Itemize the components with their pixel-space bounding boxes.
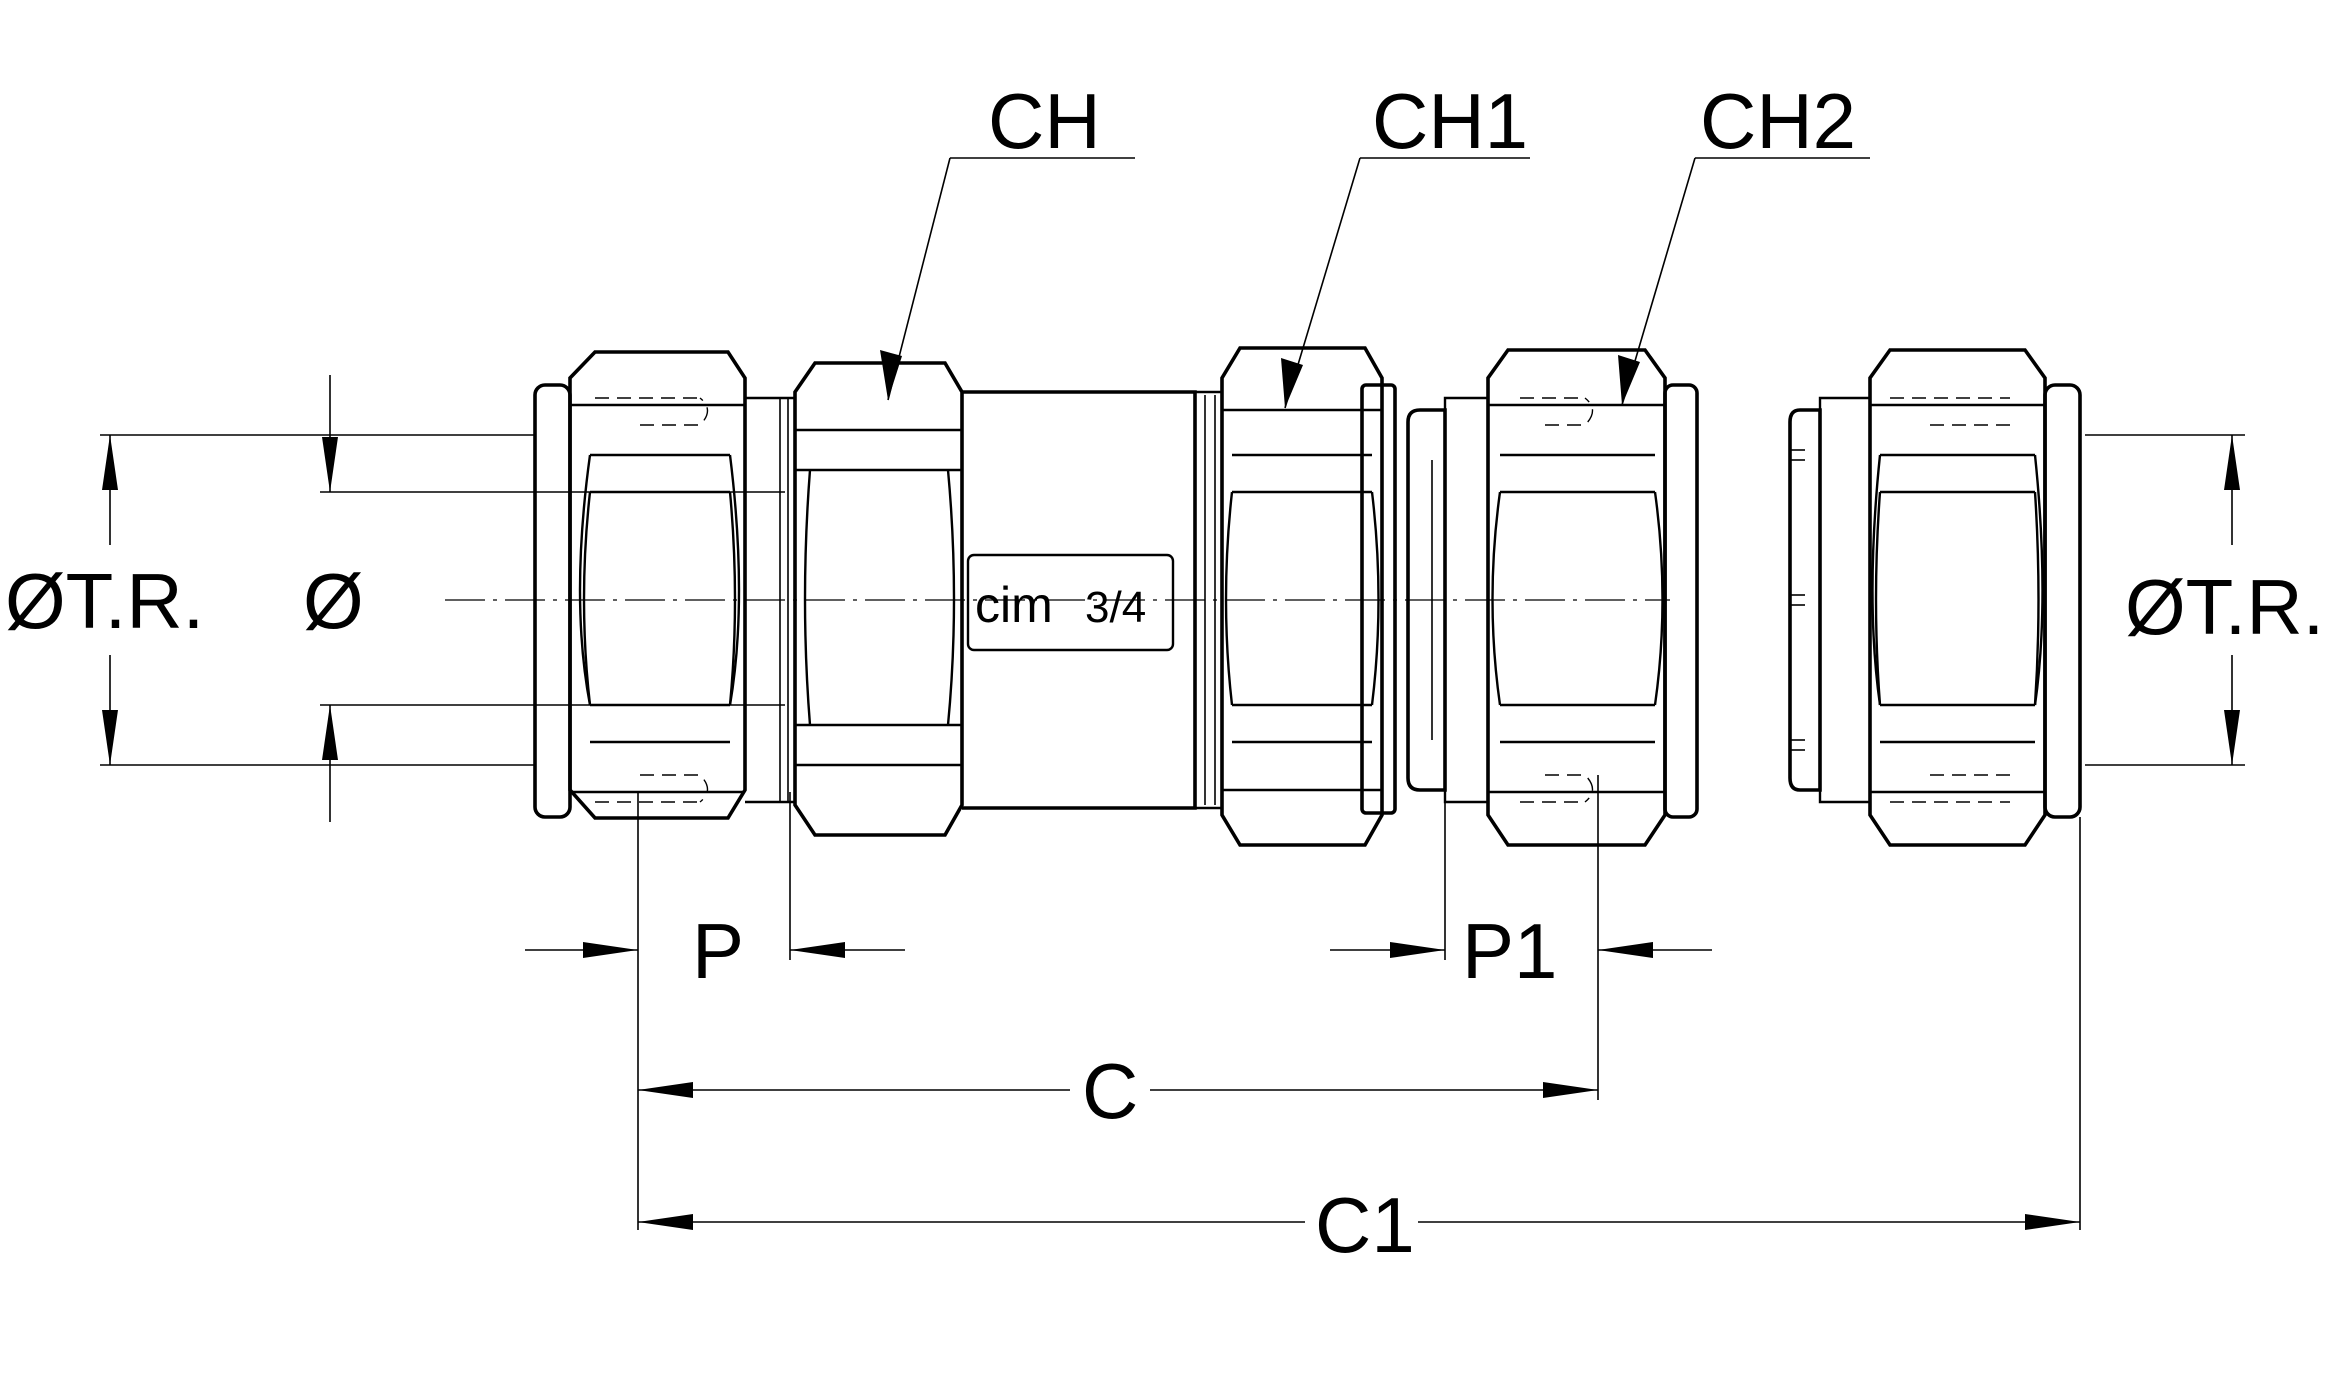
right-nut	[1868, 348, 2082, 847]
brand-plate	[966, 553, 1175, 652]
label-dia-tr-right: ØT.R.	[2125, 563, 2324, 651]
left-nut	[533, 350, 747, 820]
brand-logo-text: cim	[975, 577, 1053, 633]
dim-tr-left	[100, 434, 535, 766]
leader-ch1	[1281, 157, 1530, 409]
dim-p	[525, 792, 905, 1230]
body-hex	[793, 361, 964, 837]
dim-tr-right	[2085, 434, 2245, 766]
label-p1: P1	[1462, 907, 1557, 995]
label-p: P	[692, 907, 744, 995]
nut-ch1	[1220, 346, 1397, 847]
nut-ch2	[1486, 348, 1699, 847]
label-ch1: CH1	[1372, 77, 1528, 165]
brand-size-text: 3/4	[1085, 583, 1146, 632]
dim-dia	[320, 375, 785, 822]
label-ch2: CH2	[1700, 77, 1856, 165]
leader-ch2	[1618, 157, 1870, 406]
dim-c	[638, 1082, 1598, 1098]
label-c: C	[1082, 1047, 1138, 1135]
label-dia-tr-left: ØT.R.	[5, 557, 204, 645]
label-c1: C1	[1315, 1181, 1415, 1269]
dim-p1	[1330, 775, 1712, 1100]
label-ch: CH	[988, 77, 1101, 165]
leader-ch	[880, 157, 1135, 401]
label-dia: Ø	[303, 557, 364, 645]
body-cylinder: cim 3/4	[962, 390, 1224, 810]
dim-c1	[638, 817, 2081, 1230]
right-insert	[1788, 396, 1872, 804]
